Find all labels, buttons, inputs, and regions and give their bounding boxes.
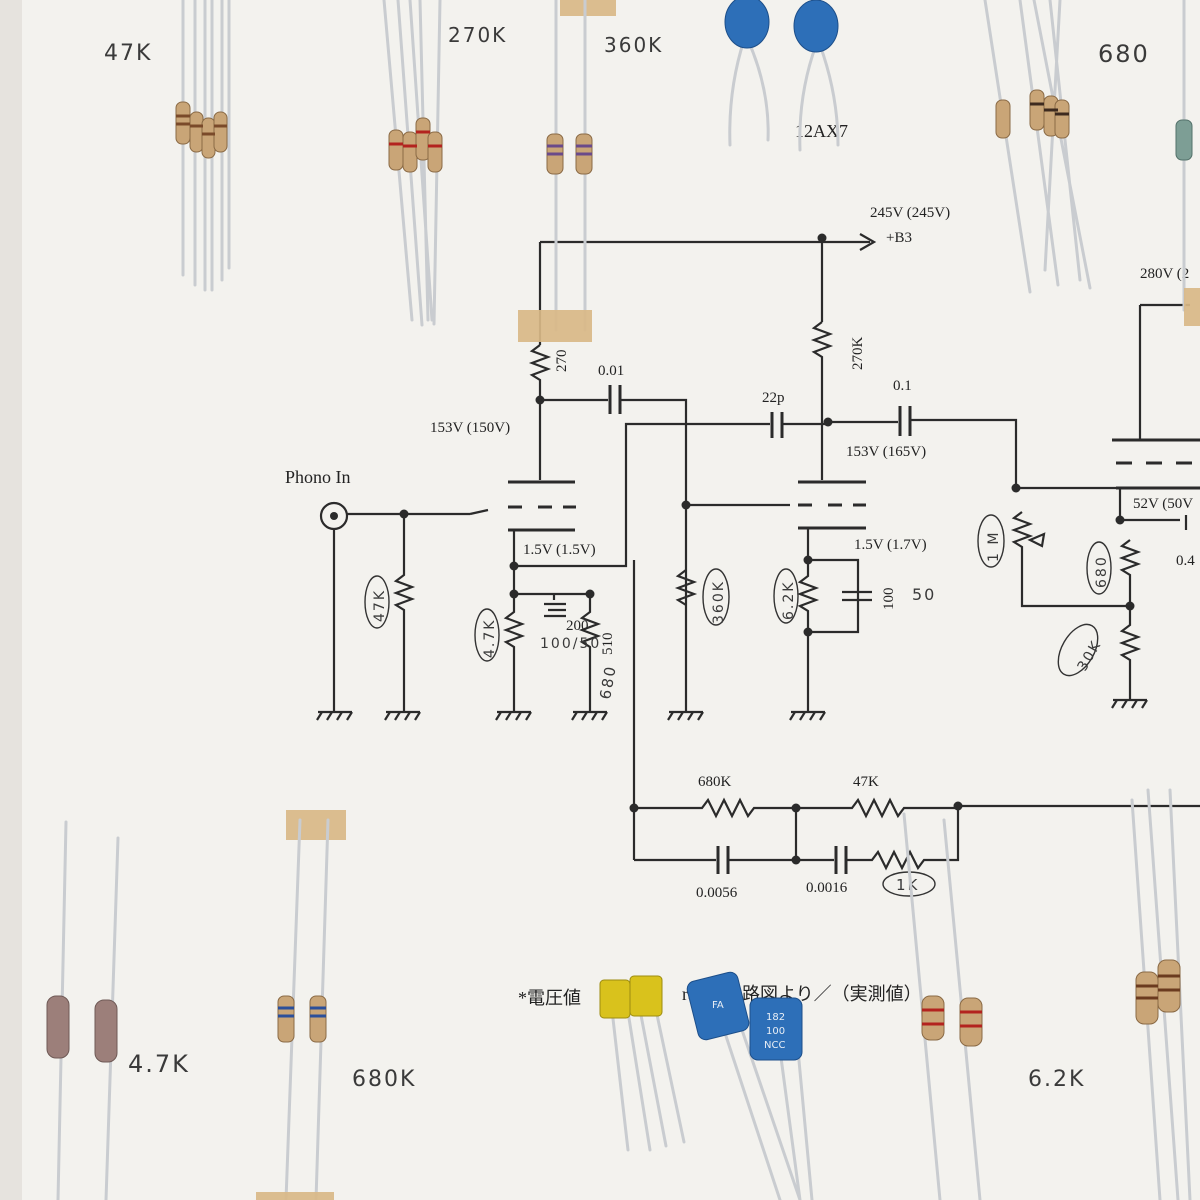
cap-100-value: 100 <box>881 588 897 611</box>
cap-01-out <box>910 418 1018 488</box>
b3-label: +B3 <box>886 230 912 246</box>
riaa-r47k-value: 47K <box>853 774 879 790</box>
r510-value: 510 <box>600 633 616 656</box>
note-47k: 47K <box>372 589 388 622</box>
r680-zigzag <box>1118 539 1142 606</box>
plate2-voltage: 153V (165V) <box>846 444 926 460</box>
label-4k7: 4.7K <box>128 1050 190 1078</box>
riaa-r680k-value: 680K <box>698 774 732 790</box>
note-1k: 1K <box>896 876 919 894</box>
r30k-zigzag <box>1118 606 1142 700</box>
paper-edge <box>0 0 22 1200</box>
r4k7-zigzag <box>502 594 526 705</box>
cap-001-value: 0.01 <box>598 363 624 379</box>
r270k-value: 270K <box>850 337 866 371</box>
resistor-pair-6k2 <box>902 812 983 1200</box>
b3-arrow <box>859 233 877 251</box>
disc-capacitors <box>724 0 840 152</box>
label-360k: 360K <box>604 33 663 57</box>
circle-47k <box>364 575 390 629</box>
film-cap-marking-100: 100 <box>766 1026 785 1037</box>
note-680: 680 <box>596 663 620 700</box>
note-cap-50: 50 <box>912 585 936 604</box>
film-capacitors-blue: FA 182 100 NCC <box>686 971 814 1200</box>
handwritten-part-labels: 47K 270K 360K 680 4.7K 680K 6.2K <box>104 23 1150 1092</box>
cathode2-node-b <box>803 627 813 637</box>
r6k2-zigzag <box>796 560 820 705</box>
resistor-bundle-47k <box>175 0 231 292</box>
note-4k7: 4.7K <box>482 619 498 658</box>
note-680-stage3: 680 <box>1094 555 1110 588</box>
cathode2-loop <box>808 558 860 634</box>
r360k-zigzag <box>674 569 698 606</box>
r680k-riaa <box>634 797 796 819</box>
ground-stubs <box>332 700 810 712</box>
cap-01-value: 0.1 <box>893 378 912 394</box>
circle-30k <box>1057 623 1099 677</box>
plate1-voltage: 153V (150V) <box>430 420 510 436</box>
circle-1m <box>977 514 1005 568</box>
r270-zigzag <box>528 344 552 400</box>
cap-100-symbol <box>842 590 872 602</box>
cathode3-voltage: 52V (50V <box>1133 496 1193 512</box>
note-360k: 360K <box>711 580 727 624</box>
note-6k2: 6.2K <box>781 581 797 620</box>
label-6k2: 6.2K <box>1028 1067 1085 1092</box>
schematic-wiring <box>316 233 1200 874</box>
cap-04-value: 0.4 <box>1176 553 1195 569</box>
r510-zigzag <box>578 594 602 705</box>
r1k-riaa <box>846 806 960 871</box>
resistor-bundle-bottom-right <box>1130 788 1192 1200</box>
circle-360k <box>702 568 730 626</box>
feedback-path <box>514 422 770 568</box>
resistor-pair-360k <box>518 0 616 342</box>
resistor-bundle-270k <box>382 0 443 327</box>
riaa-c0016-value: 0.0016 <box>806 880 848 896</box>
label-270k: 270K <box>448 23 507 47</box>
cap-200-symbol <box>544 594 566 618</box>
resistor-green-edge <box>1175 0 1193 312</box>
cathode1-voltage: 1.5V (1.5V) <box>523 542 596 558</box>
b3-voltage: 245V (245V) <box>870 205 950 221</box>
resistor-pair-4k7 <box>46 820 120 1200</box>
resistor-bundle-680 <box>983 0 1092 294</box>
resistor-pair-680k <box>256 810 346 1200</box>
pot-1m-zigzag <box>1010 511 1130 608</box>
printed-labels: 245V (245V) +B3 280V (2 12AX7 Phono In 2… <box>285 121 1195 1008</box>
riaa-c0056-value: 0.0056 <box>696 885 738 901</box>
label-47k: 47K <box>104 41 152 66</box>
tape-right <box>1184 288 1200 326</box>
tube-label: 12AX7 <box>795 121 848 141</box>
r47k-riaa <box>796 797 958 819</box>
r47k-grid-zigzag <box>392 514 416 705</box>
right-supply-voltage: 280V (2 <box>1140 266 1189 282</box>
film-capacitors-yellow <box>599 975 686 1152</box>
note-1m: 1 M <box>986 531 1002 562</box>
phono-in-label: Phono In <box>285 467 351 487</box>
pot-wiper <box>1027 532 1046 548</box>
circle-4k7 <box>474 608 500 662</box>
label-680k: 680K <box>352 1067 416 1092</box>
phono-jack-inner <box>330 512 338 520</box>
circle-680 <box>1086 541 1112 595</box>
cap-22p-value: 22p <box>762 390 785 406</box>
film-cap-marking-fa: FA <box>712 1000 724 1011</box>
footnote-start: *電圧値 <box>518 988 581 1008</box>
r270k-zigzag <box>810 321 834 480</box>
r270-value: 270 <box>554 350 570 373</box>
tube3-plate-wire <box>1138 303 1190 440</box>
note-cap-100-50: 100/50 <box>540 636 601 652</box>
cap-001-out <box>620 398 688 700</box>
riaa-node-4 <box>791 855 801 865</box>
cap-200-value: 200 <box>566 618 589 634</box>
circle-6k2 <box>773 568 799 624</box>
film-cap-marking-182: 182 <box>766 1012 785 1023</box>
label-680: 680 <box>1098 40 1150 68</box>
film-cap-marking-ncc: NCC <box>764 1040 785 1051</box>
cathode2-voltage: 1.5V (1.7V) <box>854 537 927 553</box>
cap-04-wire <box>1120 515 1188 530</box>
